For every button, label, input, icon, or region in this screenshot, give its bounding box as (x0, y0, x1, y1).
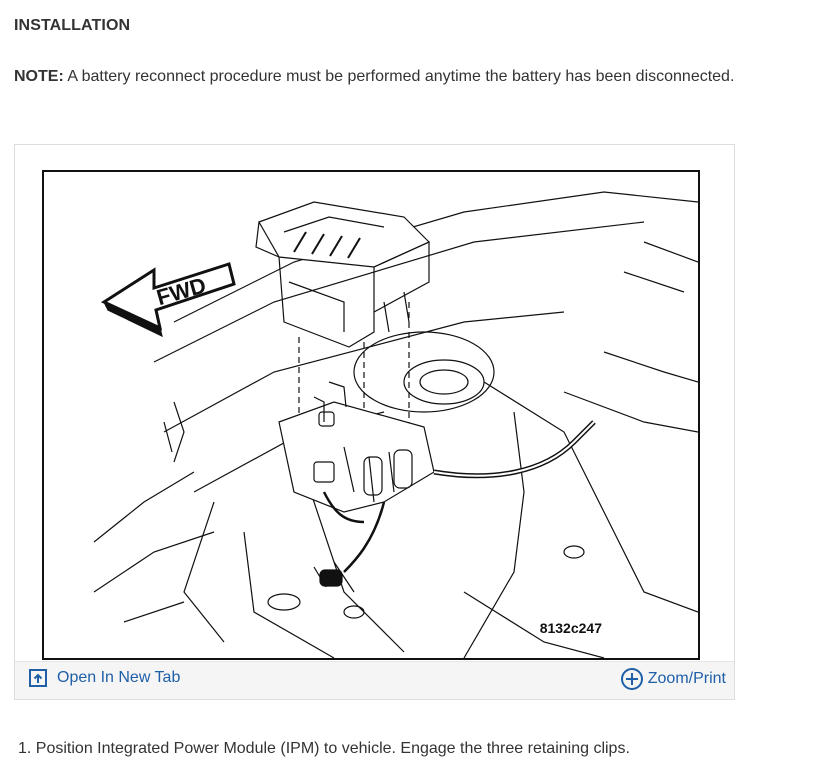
figure-card: FWD 8132c247 Open In New Tab Zoom/Print (14, 144, 735, 700)
note-label: NOTE: (14, 68, 64, 85)
fwd-label: FWD (154, 272, 209, 310)
note-text: A battery reconnect procedure must be pe… (63, 68, 735, 85)
zoom-print-label: Zoom/Print (647, 670, 726, 687)
open-new-tab-label: Open In New Tab (57, 669, 181, 686)
note-paragraph: NOTE: A battery reconnect procedure must… (14, 68, 734, 86)
figure-frame: FWD 8132c247 (42, 170, 700, 660)
zoom-print-link[interactable]: Zoom/Print (620, 667, 726, 691)
ipm-illustration: FWD (93, 191, 698, 658)
figure-toolbar: Open In New Tab Zoom/Print (15, 661, 734, 699)
open-new-tab-link[interactable]: Open In New Tab (29, 669, 180, 687)
figure-id: 8132c247 (539, 620, 602, 636)
section-heading: INSTALLATION (14, 17, 131, 34)
step-item: 1. Position Integrated Power Module (IPM… (18, 740, 630, 757)
open-tab-icon (29, 669, 47, 687)
zoom-plus-icon (620, 668, 643, 690)
